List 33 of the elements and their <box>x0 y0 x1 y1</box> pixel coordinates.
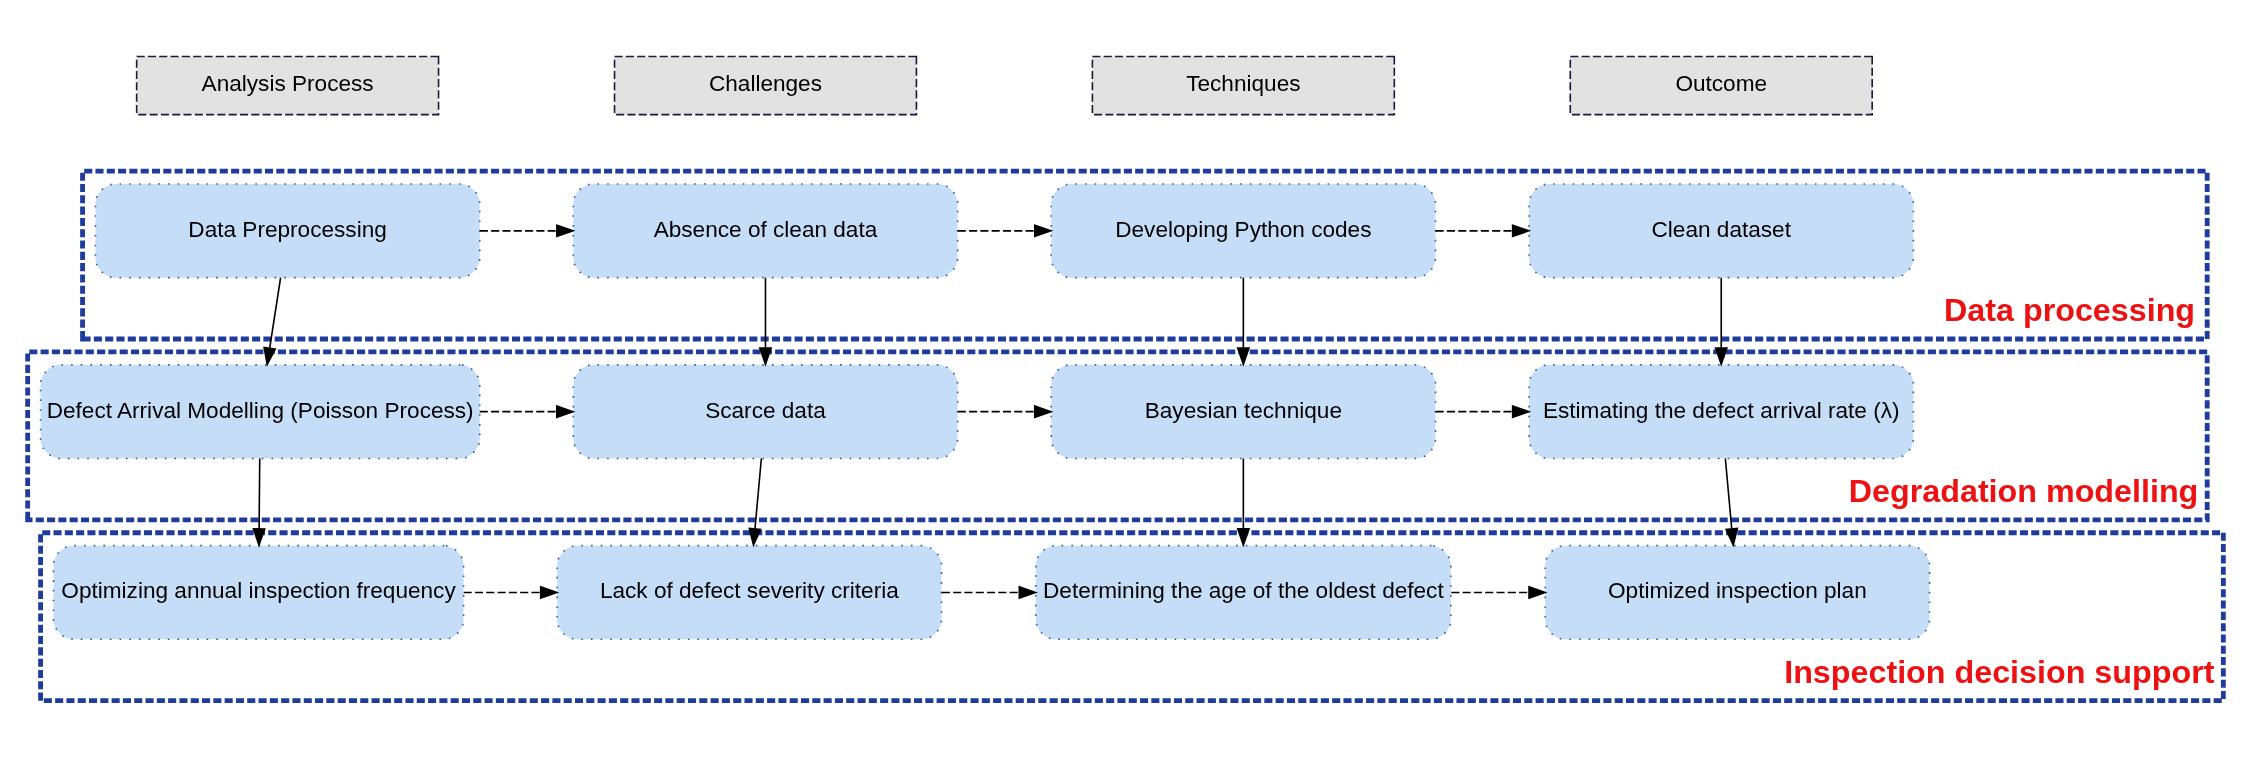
arrow <box>479 223 576 238</box>
node-box: Developing Python codes <box>1050 182 1437 278</box>
node-box: Determining the age of the oldest defect <box>1035 544 1452 640</box>
node-box: Outcome <box>1569 55 1873 115</box>
arrow <box>758 276 773 367</box>
node-box: Lack of defect severity criteria <box>556 544 943 640</box>
arrow <box>1450 585 1548 599</box>
arrow <box>1236 276 1251 367</box>
node-box: Data Preprocessing <box>94 182 481 278</box>
node-box: Optimizing annual inspection frequency <box>52 544 465 640</box>
node-box: Optimized inspection plan <box>1544 544 1931 640</box>
node-box: Techniques <box>1091 55 1396 115</box>
node-box: Defect Arrival Modelling (Poisson Process) <box>39 363 481 459</box>
arrow <box>1724 457 1739 547</box>
arrow <box>252 457 266 547</box>
arrow <box>263 276 282 367</box>
arrow <box>748 457 763 547</box>
arrow <box>1714 276 1729 367</box>
arrow <box>478 404 576 418</box>
node-box: Bayesian technique <box>1050 363 1437 459</box>
node-box: Scarce data <box>572 363 959 459</box>
node-box: Estimating the defect arrival rate (λ) <box>1528 363 1915 459</box>
arrow <box>1434 223 1532 238</box>
arrow <box>1434 404 1532 418</box>
arrow <box>956 223 1054 238</box>
arrow <box>1236 457 1251 547</box>
arrow <box>941 585 1038 599</box>
node-box: Clean dataset <box>1528 182 1915 278</box>
arrow <box>462 585 560 599</box>
node-box: Challenges <box>613 55 918 115</box>
node-box: Analysis Process <box>135 55 440 115</box>
arrow <box>956 404 1054 418</box>
node-box: Absence of clean data <box>572 182 959 278</box>
